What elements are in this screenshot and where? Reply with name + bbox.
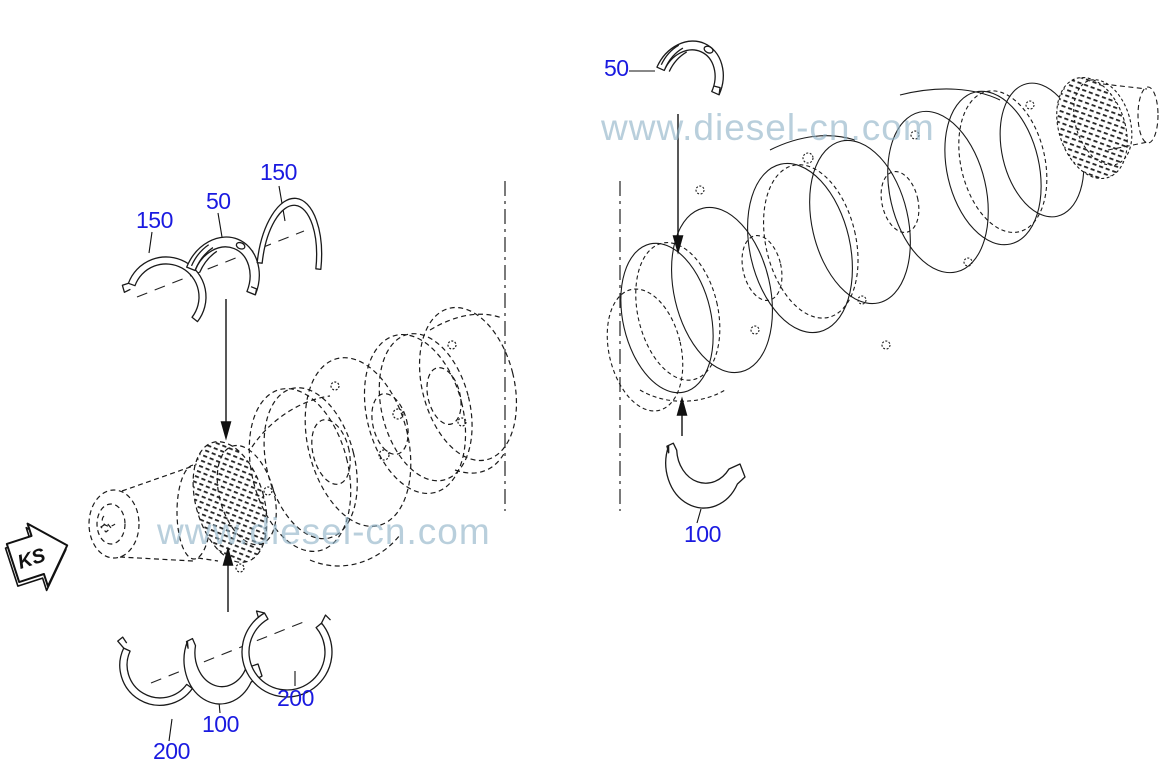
shell-thrust-right-150 xyxy=(256,197,323,270)
shell-main-lower-100-right xyxy=(665,442,746,509)
shell-thrust-left-150 xyxy=(121,256,207,323)
left-crankshaft-drawing xyxy=(88,306,518,573)
callout-150-left-upper-left: 150 xyxy=(136,207,173,233)
watermark-left: www.diesel-cn.com xyxy=(157,511,491,552)
callout-200-left-lower-left: 200 xyxy=(153,738,190,764)
right-crankshaft-drawing xyxy=(606,76,1159,412)
callout-200-left-lower-right: 200 xyxy=(277,685,314,711)
ks-direction-arrow: KS xyxy=(4,522,69,592)
section-centerlines xyxy=(504,181,621,511)
assembly-arrows xyxy=(220,114,688,612)
bearing-shells xyxy=(117,40,746,706)
shell-main-lower-100-left xyxy=(183,637,263,705)
callout-leader-lines xyxy=(148,70,702,742)
callout-150-left-upper-right: 150 xyxy=(260,159,297,185)
clip-details-left xyxy=(235,340,467,573)
shell-axis-lines xyxy=(136,230,307,684)
callout-100-left-lower: 100 xyxy=(202,711,239,737)
shell-thrust-lower-200-left xyxy=(117,636,194,706)
callout-50-right-upper: 50 xyxy=(604,55,629,81)
watermark-right: www.diesel-cn.com xyxy=(601,107,935,148)
shell-main-upper-50 xyxy=(186,236,260,296)
clip-details-right xyxy=(695,100,1035,350)
shell-main-upper-50-right xyxy=(656,40,724,96)
callout-50-left-upper: 50 xyxy=(206,188,231,214)
callout-100-right-lower: 100 xyxy=(684,521,721,547)
shell-thrust-lower-200-right xyxy=(241,610,333,698)
